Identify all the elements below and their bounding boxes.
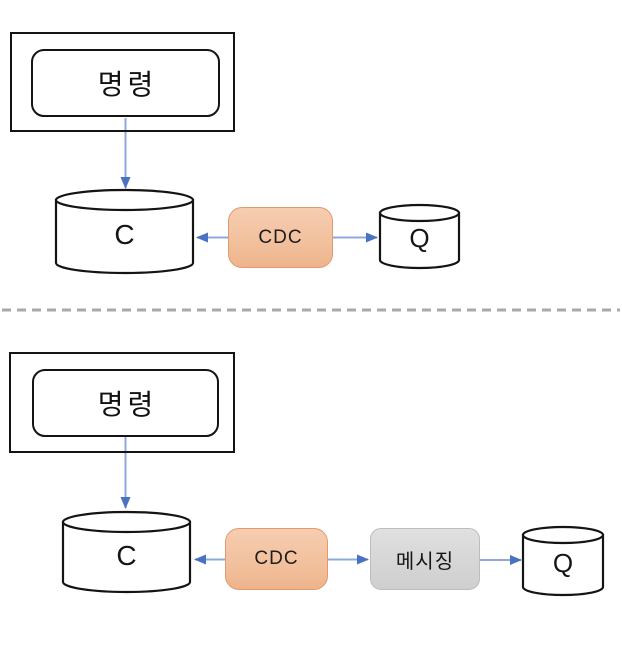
top-cdc-label: CDC (258, 226, 303, 248)
bottom-command-store-cylinder (61, 510, 192, 594)
top-query-store-cylinder (378, 203, 461, 270)
top-command-store-cylinder (54, 188, 195, 275)
top-command-label: 명령 (97, 69, 158, 100)
bottom-command-store-label-wrap: C (63, 527, 190, 585)
top-cdc-box: CDC (228, 207, 333, 268)
bottom-messaging-box: 메시징 (370, 528, 480, 590)
top-command-box: 명령 (31, 49, 220, 117)
top-query-store-label: Q (409, 222, 430, 253)
top-query-store-label-wrap: Q (380, 211, 459, 265)
bottom-command-label: 명령 (97, 389, 158, 420)
bottom-command-box: 명령 (32, 369, 219, 437)
bottom-query-store-cylinder (521, 525, 605, 597)
bottom-cdc-box: CDC (225, 528, 328, 590)
bottom-command-store-label: C (116, 540, 137, 571)
bottom-messaging-label: 메시징 (395, 550, 455, 573)
top-command-outer-frame (10, 32, 235, 132)
top-command-store-label-wrap: C (56, 205, 193, 265)
bottom-cdc-label: CDC (254, 548, 299, 569)
bottom-query-store-label-wrap: Q (523, 538, 603, 588)
top-command-store-label: C (114, 219, 135, 250)
bottom-query-store-label: Q (552, 547, 574, 578)
bottom-command-outer-frame (9, 352, 235, 453)
